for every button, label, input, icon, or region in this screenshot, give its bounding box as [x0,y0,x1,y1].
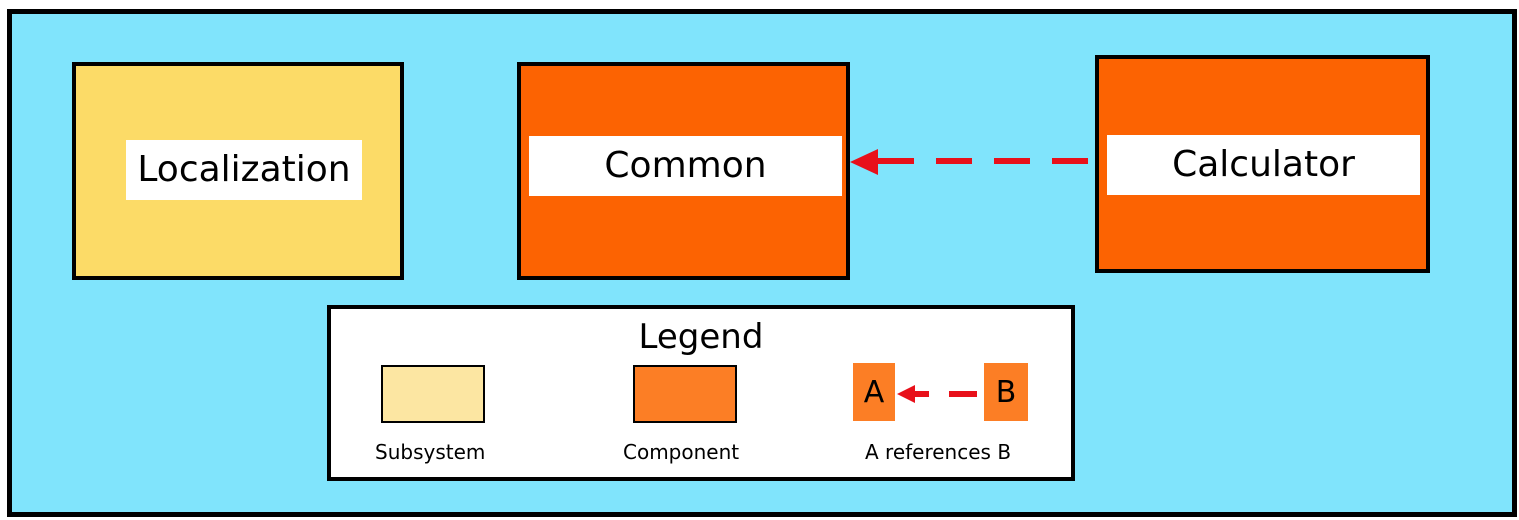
legend-title: Legend [638,317,764,357]
legend-component-caption: Component [623,440,740,464]
legend-reference-a: A [853,363,895,421]
legend-arrow-layer [897,385,977,403]
legend-component-swatch [633,365,737,423]
common-label: Common [529,136,842,196]
legend-reference-b: B [984,363,1028,421]
legend-reference-caption: A references B [865,440,1012,464]
reference-arrow-layer [850,149,1088,175]
legend: Legend Subsystem Component A B A referen… [327,305,1075,481]
localization-subsystem-box: Localization [72,62,404,280]
legend-subsystem-caption: Subsystem [375,440,486,464]
common-component-box: Common [517,62,850,280]
legend-arrow-head [897,385,915,403]
diagram-canvas: Localization Common Calculator Legend Su… [7,9,1517,517]
reference-arrow-head [850,149,878,175]
calculator-label: Calculator [1107,135,1420,195]
legend-subsystem-swatch [381,365,485,423]
localization-label: Localization [126,140,362,200]
calculator-component-box: Calculator [1095,55,1430,273]
